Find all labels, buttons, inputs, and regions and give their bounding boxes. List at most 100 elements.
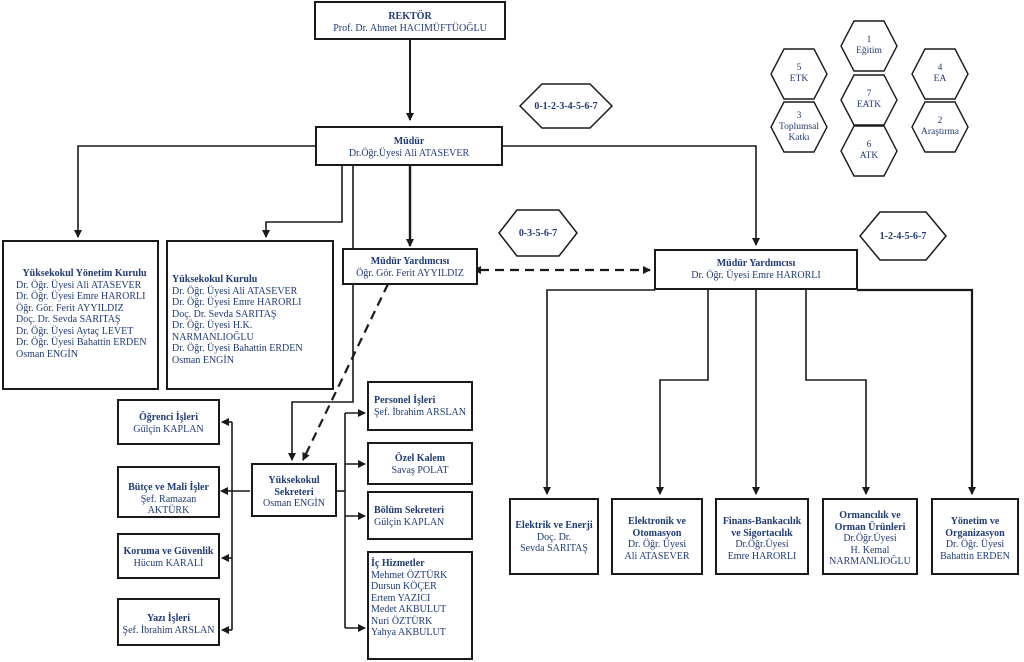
hex-label: ETK [789,74,809,84]
tag-director: 0-1-2-3-4-5-6-7 [518,82,614,130]
board-member: Dr. Öğr. Üyesi Ali ATASEVER [16,279,142,291]
board-member: Dr. Öğr. Üyesi Bahattin ERDEN [16,337,147,348]
board-member: Doç. Dr. Sevda SARITAŞ [16,314,121,325]
left-unit-name: Gülçin KAPLAN [133,423,204,435]
department-title: Finans-Bankacılık [722,516,802,527]
left-unit-title: Bütçe ve Mali İşler [128,482,209,493]
department-title: Otomasyon [632,527,682,539]
assistant1-title: Müdür Yardımcısı [370,256,450,267]
right-unit-title: Özel Kalem [394,453,446,464]
right-unit-personnel: Personel İşleri Şef. İbrahim ARSLAN [367,381,473,431]
department-name: Sevda SARITAŞ [520,543,588,554]
department-electronics: Elektronik ve Otomasyon Dr. Öğr. Üyesi A… [611,498,703,575]
hex-number: 3 [796,110,802,121]
rector-box: REKTÖR Prof. Dr. Ahmet HACIMÜFTÜOĞLU [314,1,506,40]
department-title: Organizasyon [945,527,1005,539]
department-finance: Finans-Bankacılık ve Sigortacılık Dr.Öğr… [715,498,809,575]
hex-shape [770,101,828,153]
department-forestry: Ormancılık ve Orman Ürünleri Dr.Öğr.Üyes… [822,498,918,575]
tag-assistant2-hexagon-shape [859,211,947,261]
right-unit-private-office: Özel Kalem Savaş POLAT [367,442,473,485]
right-unit-name: Gülçin KAPLAN [374,516,445,528]
council-member: Dr. Öğr. Üyesi Ali ATASEVER [172,285,298,297]
assistant1-name: Öğr. Gör. Ferit AYYILDIZ [356,267,464,279]
tag-director-hexagon-shape [518,83,614,129]
internal-member: Mehmet ÖZTÜRK [371,569,448,581]
right-unit-name: Savaş POLAT [391,464,449,476]
left-unit-student-affairs: Öğrenci İşleri Gülçin KAPLAN [117,399,220,445]
internal-member: Nuri ÖZTÜRK [371,615,433,627]
department-name: Dr.Öğr.Üyesi [735,539,789,550]
hex-shape [840,20,898,72]
tag-assistant2-text: 1-2-4-5-6-7 [879,230,927,242]
internal-member: Dursun KÖÇER [371,581,437,592]
right-unit-name: Şef. İbrahim ARSLAN [374,406,466,418]
hex-label: EATK [856,100,882,110]
council-member: Doç. Dr. Sevda SARITAŞ [172,308,277,320]
internal-member: Medet AKBULUT [371,604,447,615]
rector-name: Prof. Dr. Ahmet HACIMÜFTÜOĞLU [333,22,487,34]
department-title: ve Sigortacılık [731,527,793,539]
council-member: Dr. Öğr. Üyesi Bahattin ERDEN [172,343,303,354]
secretary-title: Yüksekokul Sekreteri [268,475,320,498]
assistant2-name: Dr. Öğr. Üyesi Emre HARORLI [691,269,821,281]
hex-number: 1 [866,35,872,45]
tag-assistant1: 0-3-5-6-7 [497,208,579,258]
board-member: Osman ENGİN [16,348,78,360]
department-title: Yönetim ve [950,516,1000,527]
assistant-director-1-box: Müdür Yardımcısı Öğr. Gör. Ferit AYYILDI… [342,248,478,285]
department-name: H. Kemal [850,544,890,556]
director-name: Dr.Öğr.Üyesi Ali ATASEVER [348,147,470,159]
hex-shape [911,101,969,153]
assistant2-title: Müdür Yardımcısı [716,258,796,269]
secretary-box: Yüksekokul Sekreteri Osman ENGİN [251,463,337,517]
council-title: Yüksekokul Kurulu [172,274,258,285]
department-name: Dr.Öğr.Üyesi [843,533,897,544]
hex-number: 7 [866,89,872,99]
left-unit-budget: Bütçe ve Mali İşler Şef. Ramazan AKTÜRK [117,466,220,518]
hex-number: 2 [937,116,943,126]
hex-label: Eğitim [856,46,882,56]
council-box: Yüksekokul Kurulu Dr. Öğr. Üyesi Ali ATA… [166,240,334,390]
director-box: Müdür Dr.Öğr.Üyesi Ali ATASEVER [315,126,503,166]
department-name: Bahattin ERDEN [940,550,1010,562]
board-title: Yüksekokul Yönetim Kurulu [22,268,147,279]
tag-assistant1-hexagon-shape [498,209,578,257]
left-unit-title: Yazı İşleri [146,613,191,624]
hex-shape [911,48,969,100]
hex-number: 5 [796,63,802,73]
internal-title: İç Hizmetler [371,558,425,569]
tag-assistant2: 1-2-4-5-6-7 [858,210,948,262]
department-name: Dr. Öğr. Üyesi [945,539,1005,550]
board-member: Öğr. Gör. Ferit AYYILDIZ [16,302,124,314]
tag-assistant1-text: 0-3-5-6-7 [518,227,558,239]
council-member: Dr. Öğr. Üyesi H.K. NARMANLIOĞLU [172,320,254,343]
department-name: Doç. Dr. [536,531,572,543]
right-unit-title: Bölüm Sekreteri [374,505,445,516]
internal-services-box: İç Hizmetler Mehmet ÖZTÜRK Dursun KÖÇER … [367,551,473,660]
right-unit-department-secretary: Bölüm Sekreteri Gülçin KAPLAN [367,491,473,540]
board-box: Yüksekokul Yönetim Kurulu Dr. Öğr. Üyesi… [2,240,159,390]
secretary-name: Osman ENGİN [263,498,325,509]
hex-label: Toplumsal Katkı [779,121,819,143]
department-name: Ali ATASEVER [624,550,690,562]
hex-number: 6 [866,140,872,150]
rector-title: REKTÖR [388,11,432,22]
assistant-director-2-box: Müdür Yardımcısı Dr. Öğr. Üyesi Emre HAR… [654,249,858,290]
department-title: Orman Ürünleri [834,521,906,533]
tag-director-text: 0-1-2-3-4-5-6-7 [534,100,598,112]
left-unit-correspondence: Yazı İşleri Şef. İbrahim ARSLAN [117,598,220,646]
department-title: Elektronik ve [628,516,686,527]
department-name: NARMANLIOĞLU [829,556,911,567]
hex-shape [840,125,898,177]
left-unit-security: Koruma ve Güvenlik Hücum KARALİ [117,533,220,579]
council-member: Dr. Öğr. Üyesi Emre HARORLI [172,297,302,308]
left-unit-title: Öğrenci İşleri [139,412,198,423]
department-title: Ormancılık ve [839,510,901,521]
hex-label: ATK [859,151,879,161]
department-management: Yönetim ve Organizasyon Dr. Öğr. Üyesi B… [931,498,1019,575]
